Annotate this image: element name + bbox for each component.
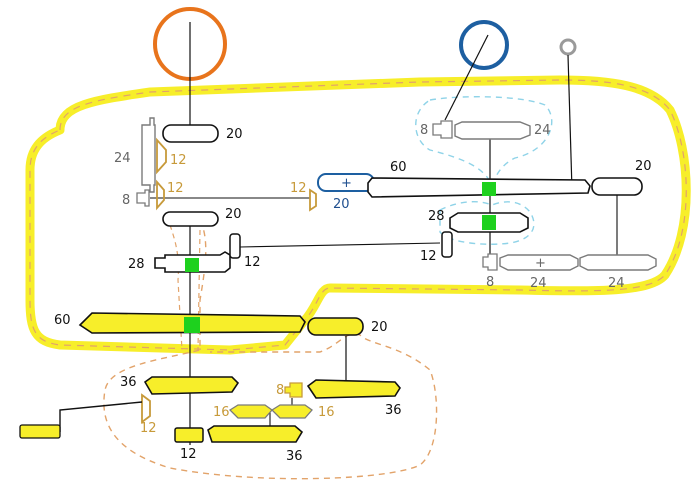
label-36-left: 36 [120, 375, 137, 390]
mesh-28-left [185, 258, 199, 272]
gear-20-top [162, 124, 219, 143]
label-24-left: 24 [114, 151, 131, 166]
label-20-blue: 20 [333, 197, 350, 212]
grey-marker-circle [559, 38, 577, 56]
mesh-28-right [482, 215, 496, 230]
label-plus-blue: + [341, 176, 352, 191]
label-12-center: 12 [290, 181, 307, 196]
gear-16-a [228, 404, 273, 419]
mesh-60-lower [184, 317, 200, 333]
label-20-top: 20 [226, 127, 243, 142]
gear-8-bottom [284, 382, 303, 398]
blue-dashed-region-top [415, 96, 553, 187]
label-8-bottom: 8 [276, 383, 284, 398]
gear-8-left [136, 189, 150, 207]
gear-12-bottom [174, 427, 204, 443]
bevel-12-center [309, 188, 317, 212]
label-16-b: 16 [318, 405, 335, 420]
label-8-right-bottom: 8 [486, 275, 494, 290]
label-12-left-upper: 12 [170, 153, 187, 168]
crank-arm [59, 401, 143, 432]
blue-output-circle [459, 20, 509, 70]
yellow-region-outline [25, 75, 691, 355]
label-12-right: 12 [420, 249, 437, 264]
gear-8-right-top [432, 120, 453, 139]
gear-8-right-bottom [482, 253, 498, 271]
label-12-crank: 12 [140, 421, 157, 436]
gear-24-left [141, 117, 156, 193]
label-20-mid: 20 [225, 207, 242, 222]
arm-12-left [229, 233, 241, 259]
shaft-grey [567, 54, 573, 191]
label-20-right: 20 [635, 159, 652, 174]
label-24-right-bottom-a: 24 [530, 276, 547, 291]
mesh-60-upper [482, 182, 496, 196]
gear-60-upper [367, 177, 591, 198]
label-12-left-lower: 12 [167, 181, 184, 196]
gear-20-right [591, 177, 643, 196]
shaft-blue [444, 34, 489, 121]
gear-36-right [306, 379, 401, 399]
label-20-lower-right: 20 [371, 320, 388, 335]
label-36-right: 36 [385, 403, 402, 418]
crank-handle [19, 424, 61, 439]
yellow-region-dash [29, 79, 687, 351]
link-arm [239, 242, 441, 248]
gear-24-right-bottom-a [499, 254, 579, 271]
label-8-right-top: 8 [420, 123, 428, 138]
gear-36-bottom [207, 425, 304, 443]
bevel-12-crank [141, 393, 151, 424]
arm-12-right [441, 231, 453, 258]
label-24-right-top: 24 [534, 123, 551, 138]
label-28-right: 28 [428, 209, 445, 224]
gear-20-mid [162, 211, 219, 227]
gear-36-left [143, 376, 240, 395]
label-60-upper: 60 [390, 160, 407, 175]
bevel-12-left-upper [156, 137, 167, 175]
label-28-left: 28 [128, 257, 145, 272]
gear-20-lower-right [307, 317, 364, 336]
lower-dashed-region [103, 219, 438, 480]
label-8-left: 8 [122, 193, 130, 208]
label-60-lower: 60 [54, 313, 71, 328]
label-plus-grey: + [535, 256, 546, 271]
label-12-arm: 12 [244, 255, 261, 270]
label-16-a: 16 [213, 405, 230, 420]
label-36-bottom: 36 [286, 449, 303, 464]
gear-16-b [270, 404, 313, 419]
label-12-bottom: 12 [180, 447, 197, 462]
bevel-12-left-lower [156, 179, 165, 211]
label-24-right-bottom-b: 24 [608, 276, 625, 291]
gear-24-right-bottom-b [579, 254, 657, 271]
gear-24-right-top [454, 121, 531, 140]
